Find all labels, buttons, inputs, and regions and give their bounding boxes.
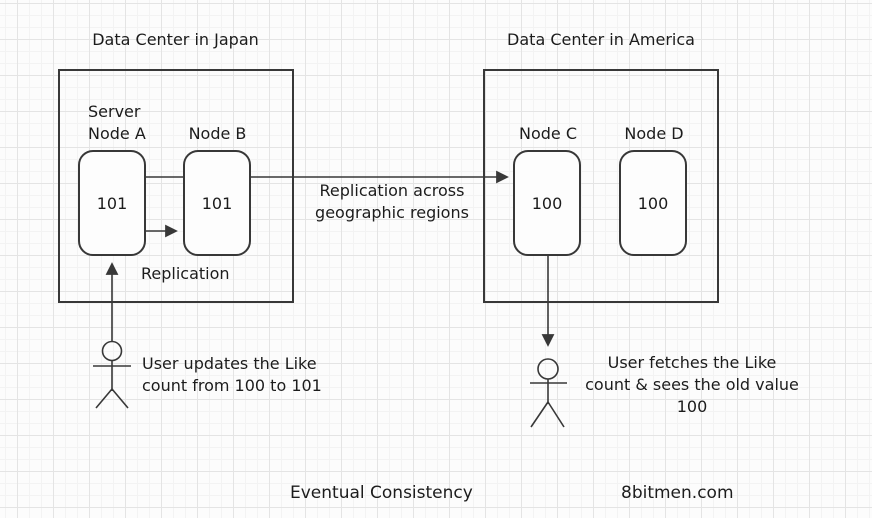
- node-d-value: 100: [637, 193, 669, 213]
- user-left-caption: User updates the Like count from 100 to …: [142, 354, 322, 395]
- stick-figure-left: [93, 340, 131, 409]
- footer-title: Eventual Consistency: [290, 483, 473, 503]
- japan-dc-title: Data Center in Japan: [92, 30, 259, 49]
- node-c-label: Node C: [518, 124, 577, 143]
- node-a-label: Server Node A: [88, 102, 146, 143]
- node-c: 100: [513, 150, 581, 256]
- node-c-value: 100: [531, 193, 563, 213]
- america-dc-title: Data Center in America: [507, 30, 695, 49]
- node-d: 100: [619, 150, 687, 256]
- user-right-caption: User fetches the Like count & sees the o…: [585, 353, 799, 416]
- replication-label: Replication: [141, 264, 230, 283]
- node-a: 101: [78, 150, 146, 256]
- cross-region-replication-label: Replication across geographic regions: [315, 181, 469, 222]
- node-a-value: 101: [96, 193, 128, 213]
- node-b-label: Node B: [188, 124, 247, 143]
- node-b: 101: [183, 150, 251, 256]
- stick-figure-right: [530, 358, 567, 428]
- watermark: 8bitmen.com: [621, 483, 734, 503]
- node-b-value: 101: [201, 193, 233, 213]
- node-d-label: Node D: [624, 124, 684, 143]
- america-dc-box: [483, 69, 719, 303]
- japan-dc-box: [58, 69, 294, 303]
